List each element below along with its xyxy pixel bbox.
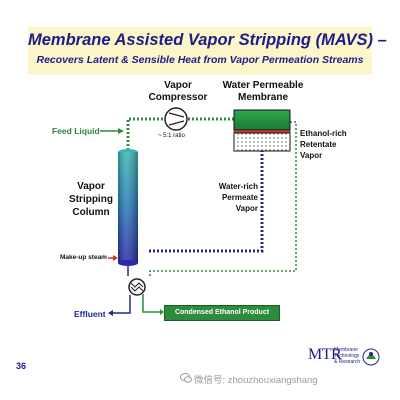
- makeup-steam-arrow: [108, 255, 118, 261]
- slide-title: Membrane Assisted Vapor Stripping (MAVS)…: [28, 31, 387, 49]
- watermark-text: 微信号: zhouzhouxiangshang: [194, 375, 318, 386]
- permeate-label-line-3: Vapor: [235, 204, 258, 213]
- permeate-label-line-1: Water-rich: [218, 182, 258, 191]
- condensed-product-box: Condensed Ethanol Product: [164, 305, 280, 321]
- column-label-line-1: Vapor: [77, 181, 105, 192]
- column-label-line-2: Stripping: [69, 194, 113, 205]
- mtr-logo: MTR: [308, 346, 342, 363]
- wechat-icon: [180, 373, 192, 383]
- slide-subtitle: Recovers Latent & Sensible Heat from Vap…: [36, 54, 364, 66]
- ratio-label: ~ 5:1 ratio: [158, 133, 185, 139]
- epa-seal-icon: [362, 348, 380, 366]
- permeate-label: Water-rich Permeate Vapor: [212, 181, 258, 214]
- permeate-label-line-2: Permeate: [221, 193, 258, 202]
- permeate-line: [147, 150, 264, 253]
- column-label-line-3: Column: [72, 207, 110, 218]
- feed-arrowhead: [118, 128, 124, 134]
- effluent-line: [108, 295, 131, 316]
- retentate-label: Ethanol-rich Retentate Vapor: [300, 128, 347, 161]
- feed-line: [100, 128, 124, 134]
- membrane-label: Water Permeable Membrane: [220, 80, 306, 104]
- retentate-label-line-3: Vapor: [300, 151, 323, 160]
- retentate-line: [149, 121, 297, 277]
- feed-liquid-label: Feed Liquid: [52, 126, 100, 136]
- effluent-label: Effluent: [74, 309, 106, 319]
- compressor-label: Vapor Compressor: [148, 80, 208, 104]
- effluent-arrowhead: [108, 310, 113, 316]
- membrane-module: [233, 109, 291, 152]
- membrane-label-line-1: Water Permeable: [222, 80, 304, 91]
- stripping-column: [118, 149, 138, 266]
- page-number: 36: [16, 361, 27, 371]
- mtr-logo-subtext: Membrane Technology & Research: [334, 347, 361, 365]
- compressor-icon: [164, 107, 188, 131]
- product-line: [142, 294, 164, 315]
- retentate-label-line-2: Retentate: [300, 140, 337, 149]
- makeup-steam-label: Make-up steam: [60, 254, 107, 261]
- compressor-label-line-1: Vapor: [164, 80, 192, 91]
- condenser-icon: [128, 278, 146, 296]
- title-banner: Membrane Assisted Vapor Stripping (MAVS)…: [28, 27, 387, 75]
- retentate-label-line-1: Ethanol-rich: [300, 129, 347, 138]
- membrane-label-line-2: Membrane: [237, 92, 288, 103]
- compressor-label-line-2: Compressor: [148, 92, 208, 103]
- column-label: Vapor Stripping Column: [66, 180, 116, 219]
